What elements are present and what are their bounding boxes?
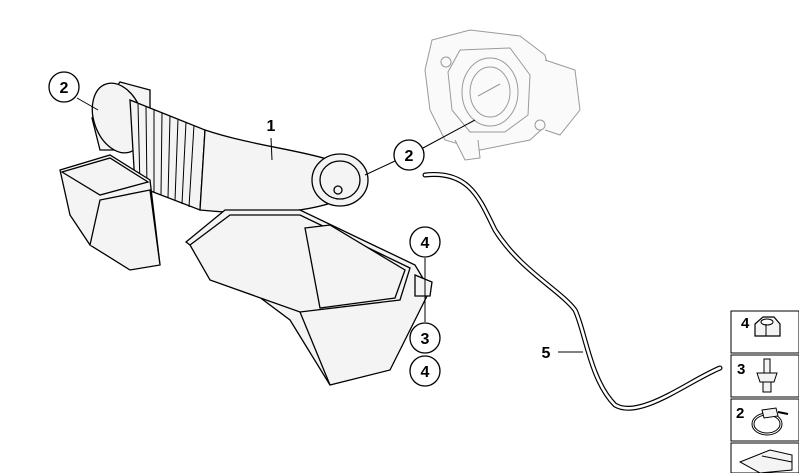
nut-icon bbox=[754, 316, 781, 337]
legend-item-4: 4 bbox=[730, 310, 799, 354]
callout-1: 1 bbox=[267, 118, 276, 135]
callout-label: 1 bbox=[267, 118, 276, 135]
vacuum-hose bbox=[422, 171, 723, 411]
throttle-body bbox=[424, 29, 581, 161]
callout-4-upper: 4 bbox=[409, 226, 441, 258]
legend-item-gasket bbox=[730, 442, 799, 473]
callout-label: 4 bbox=[421, 235, 430, 252]
legend-number: 4 bbox=[741, 315, 750, 332]
legend-item-3: 3 bbox=[730, 354, 799, 398]
intake-duct bbox=[59, 81, 433, 386]
callout-4-lower: 4 bbox=[409, 355, 441, 387]
leader-lines bbox=[76, 97, 583, 353]
parts-legend: 4 3 2 bbox=[730, 310, 799, 473]
bellows-ribs bbox=[137, 103, 195, 208]
bolt-icon bbox=[756, 358, 778, 393]
callout-2-left: 2 bbox=[48, 71, 80, 103]
legend-number: 3 bbox=[737, 361, 745, 378]
callout-5: 5 bbox=[542, 345, 551, 362]
callout-2-center: 2 bbox=[393, 139, 425, 171]
callout-label: 5 bbox=[542, 345, 551, 362]
legend-number: 2 bbox=[736, 405, 744, 422]
hose-clamp-icon bbox=[751, 407, 789, 436]
callout-label: 3 bbox=[421, 331, 430, 348]
callout-label: 2 bbox=[405, 148, 414, 165]
callout-3: 3 bbox=[409, 322, 441, 354]
callout-label: 4 bbox=[421, 364, 430, 381]
legend-item-2: 2 bbox=[730, 398, 799, 442]
gasket-icon bbox=[738, 449, 793, 473]
callout-label: 2 bbox=[60, 80, 69, 97]
